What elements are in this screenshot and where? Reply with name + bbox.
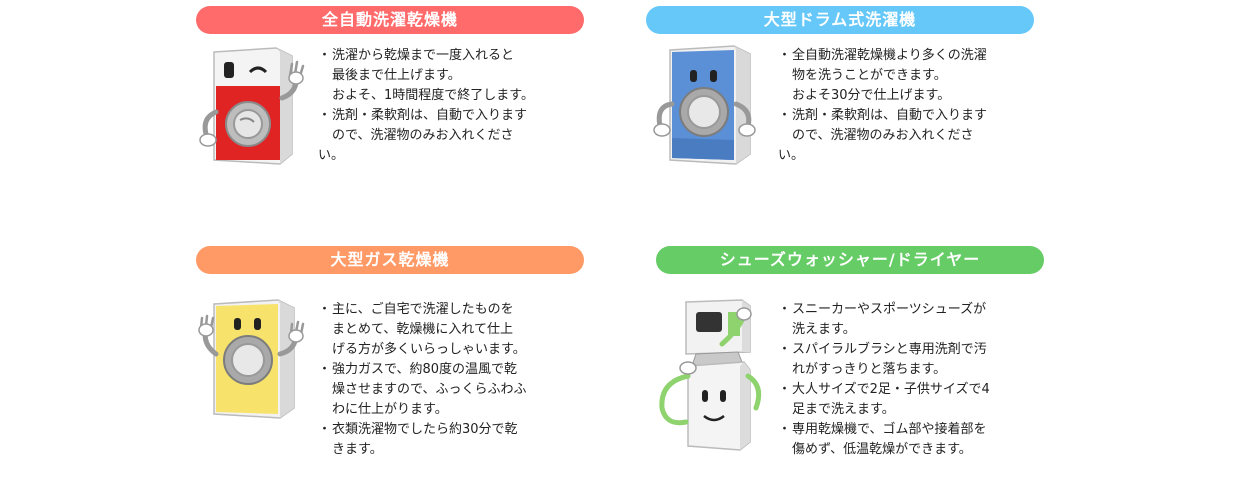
bullet-item: 衣類洗濯物でしたら約30分で乾 きます。 bbox=[318, 420, 526, 460]
card-title-gas-dryer: 大型ガス乾燥機 bbox=[196, 246, 584, 274]
gas-dryer-icon bbox=[198, 299, 305, 419]
bullet-item: 洗剤・柔軟剤は、自動で入ります ので、洗濯物のみお入れくださ bbox=[318, 106, 534, 146]
card-description-washer-dryer: 洗濯から乾燥まで一度入れると 最後まで仕上げます。 およそ、1時間程度で終了しま… bbox=[318, 46, 534, 166]
shoe-washer-icon bbox=[659, 299, 762, 451]
bullet-continuation: い。 bbox=[778, 148, 805, 163]
bullet-continuation: い。 bbox=[318, 148, 345, 163]
bullet-item: 主に、ご自宅で洗濯したものを まとめて、乾燥機に入れて仕上 げる方が多くいらっし… bbox=[318, 300, 526, 360]
bullet-item: スニーカーやスポーツシューズが 洗えます。 bbox=[778, 300, 990, 340]
bullet-item: 専用乾燥機で、ゴム部や接着部を 傷めず、低温乾燥ができます。 bbox=[778, 420, 990, 460]
card-title-washer-dryer: 全自動洗濯乾燥機 bbox=[196, 6, 584, 34]
drum-washer-icon bbox=[653, 45, 756, 165]
washer-dryer-icon bbox=[199, 47, 305, 165]
card-title-shoe-washer: シューズウォッシャー/ドライヤー bbox=[656, 246, 1044, 274]
card-description-shoe-washer: スニーカーやスポーツシューズが 洗えます。 スパイラルブラシと専用洗剤で汚 れが… bbox=[778, 300, 990, 460]
bullet-item: 大人サイズで2足・子供サイズで4 足まで洗えます。 bbox=[778, 380, 990, 420]
bullet-item: スパイラルブラシと専用洗剤で汚 れがすっきりと落ちます。 bbox=[778, 340, 990, 380]
bullet-item: 洗剤・柔軟剤は、自動で入ります ので、洗濯物のみお入れくださ bbox=[778, 106, 987, 146]
bullet-item: 全自動洗濯乾燥機より多くの洗濯 物を洗うことができます。 およそ30分で仕上げま… bbox=[778, 46, 987, 106]
bullet-item: 洗濯から乾燥まで一度入れると 最後まで仕上げます。 およそ、1時間程度で終了しま… bbox=[318, 46, 534, 106]
card-description-drum-washer: 全自動洗濯乾燥機より多くの洗濯 物を洗うことができます。 およそ30分で仕上げま… bbox=[778, 46, 987, 166]
card-title-drum-washer: 大型ドラム式洗濯機 bbox=[646, 6, 1034, 34]
card-description-gas-dryer: 主に、ご自宅で洗濯したものを まとめて、乾燥機に入れて仕上 げる方が多くいらっし… bbox=[318, 300, 526, 460]
bullet-item: 強力ガスで、約80度の温風で乾 燥させますので、ふっくらふわふ わに仕上がります… bbox=[318, 360, 526, 420]
